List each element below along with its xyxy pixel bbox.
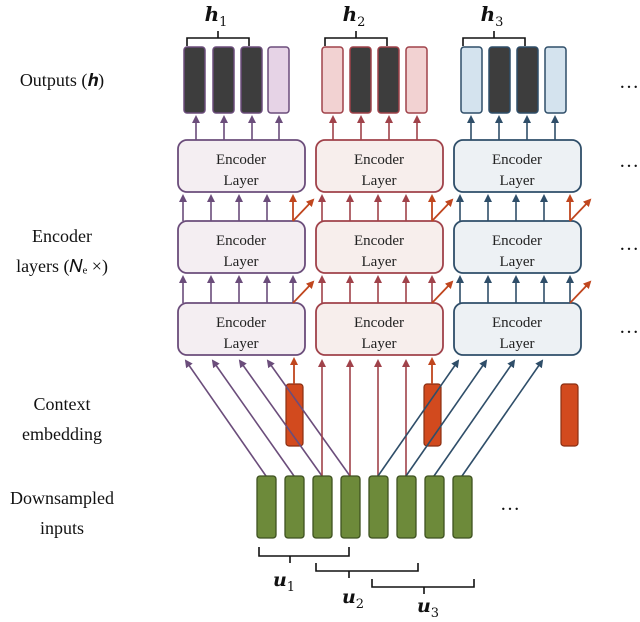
output-vector <box>349 46 372 114</box>
ellipsis-row1: … <box>619 150 639 172</box>
encoder-block-label: Layer <box>362 173 397 189</box>
input-vector <box>284 475 305 539</box>
label-context-line2: embedding <box>22 424 102 444</box>
label-downsampled-line1: Downsampled <box>10 488 114 508</box>
encoder-block-label: Layer <box>224 254 259 270</box>
encoder-layer-block <box>177 302 306 356</box>
encoder-block-label: Encoder <box>354 233 404 249</box>
output-brace-h2 <box>324 31 388 46</box>
context-embedding <box>560 383 579 447</box>
encoder-block-label: Encoder <box>492 315 542 331</box>
output-group-3 <box>460 46 567 114</box>
encoder-layer-block <box>315 220 444 274</box>
input-vector <box>452 475 473 539</box>
output-vector-context <box>460 46 483 114</box>
encoder-block-label: Layer <box>500 336 535 352</box>
encoder-block-label: Layer <box>224 173 259 189</box>
encoder-block-label: Layer <box>500 254 535 270</box>
output-vector <box>377 46 400 114</box>
label-context-line1: Context <box>34 394 91 414</box>
encoder-block-label: Encoder <box>216 315 266 331</box>
encoder-block-label: Layer <box>362 336 397 352</box>
ellipsis-inputs: … <box>500 493 520 515</box>
encoder-grid <box>177 139 582 356</box>
encoder-layer-block <box>177 220 306 274</box>
encoder-layer-block <box>315 139 444 193</box>
input-vector <box>424 475 445 539</box>
input-vector <box>256 475 277 539</box>
output-vector <box>212 46 235 114</box>
input-vector <box>340 475 361 539</box>
input-label-u2: u2 <box>342 586 364 612</box>
encoder-block-label: Encoder <box>216 152 266 168</box>
input-vector <box>396 475 417 539</box>
output-label-h3: h3 <box>481 2 504 30</box>
input-brace-u2 <box>315 563 419 578</box>
encoder-block-labels: Encoder Layer Encoder Layer Encoder Laye… <box>216 152 542 352</box>
encoder-layer-block <box>453 139 582 193</box>
output-vector <box>488 46 511 114</box>
encoder-block-label: Encoder <box>216 233 266 249</box>
label-encoder-line1: Encoder <box>32 226 92 246</box>
output-vector <box>516 46 539 114</box>
encoder-layer-block <box>177 139 306 193</box>
output-label-h2: h2 <box>343 2 366 30</box>
encoder-block-label: Layer <box>224 336 259 352</box>
output-label-h1: h1 <box>205 2 228 30</box>
label-encoder-line2: layers (𝑁ₑ ×) <box>16 256 108 277</box>
encoder-layer-block <box>453 302 582 356</box>
encoder-block-label: Encoder <box>354 152 404 168</box>
output-group-1 <box>183 46 290 114</box>
encoder-layer-block <box>315 302 444 356</box>
downsampled-inputs <box>256 475 473 539</box>
output-vector-context <box>405 46 428 114</box>
ellipsis-row3: … <box>619 316 639 338</box>
input-vector <box>312 475 333 539</box>
label-downsampled-line2: inputs <box>40 518 84 538</box>
input-vector <box>368 475 389 539</box>
output-vector-context <box>267 46 290 114</box>
ellipsis-outputs: … <box>619 71 639 93</box>
input-label-u3: u3 <box>417 595 439 621</box>
input-brace-u3 <box>371 579 475 594</box>
output-group-2 <box>321 46 428 114</box>
ellipsis-row2: … <box>619 233 639 255</box>
output-vector-context <box>321 46 344 114</box>
input-arrows <box>184 359 544 477</box>
output-vector <box>240 46 263 114</box>
encoder-block-label: Layer <box>500 173 535 189</box>
encoder-block-label: Encoder <box>492 233 542 249</box>
output-brace-h3 <box>462 31 526 46</box>
encoder-block-label: Layer <box>362 254 397 270</box>
input-brace-u1 <box>258 547 350 563</box>
output-vector-context <box>544 46 567 114</box>
encoder-block-label: Encoder <box>354 315 404 331</box>
label-outputs: Outputs (𝒉) <box>20 70 104 91</box>
output-vector <box>183 46 206 114</box>
vertical-arrows <box>179 115 574 303</box>
encoder-block-label: Encoder <box>492 152 542 168</box>
context-carry-arrows <box>289 194 592 304</box>
input-label-u1: u1 <box>273 569 295 595</box>
encoder-layer-block <box>453 220 582 274</box>
output-brace-h1 <box>186 31 250 46</box>
